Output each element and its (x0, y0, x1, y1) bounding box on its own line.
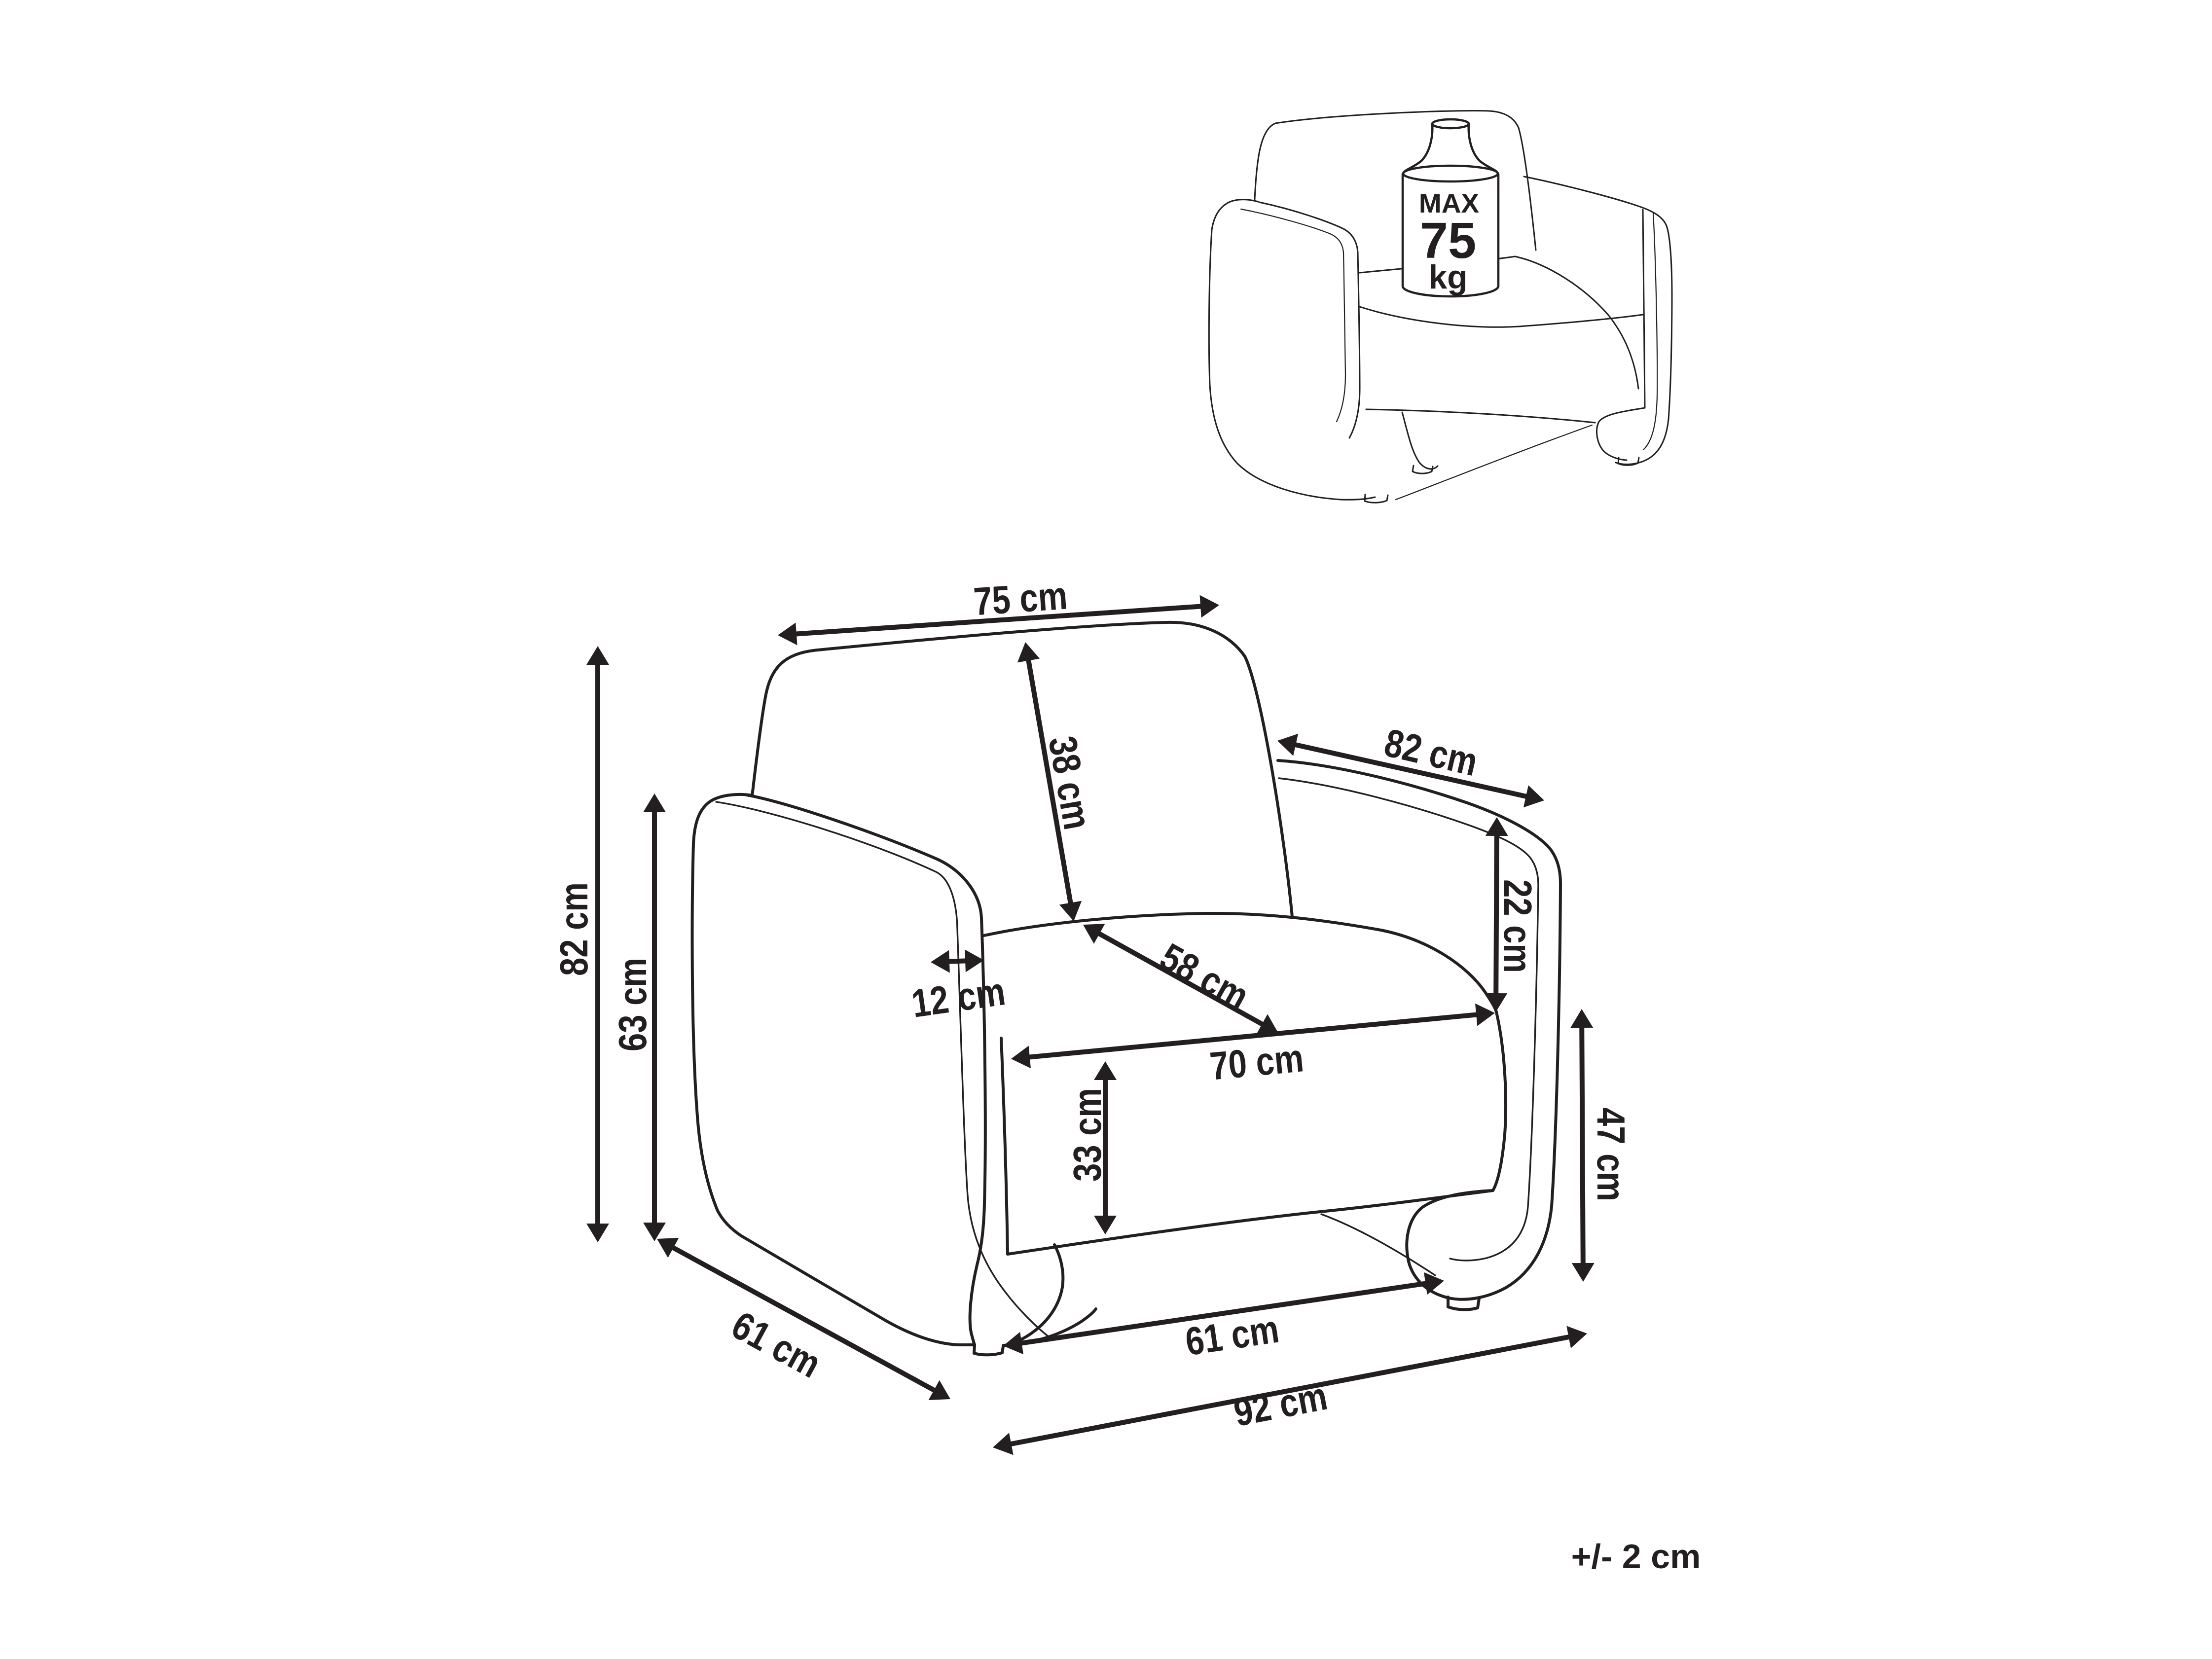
svg-text:75: 75 (1420, 212, 1477, 269)
svg-text:63 cm: 63 cm (611, 958, 654, 1051)
svg-text:82 cm: 82 cm (552, 882, 596, 976)
svg-text:47 cm: 47 cm (1589, 1108, 1633, 1201)
svg-text:75 cm: 75 cm (972, 573, 1069, 623)
svg-text:22 cm: 22 cm (1496, 879, 1540, 973)
svg-text:+/- 2 cm: +/- 2 cm (1571, 1537, 1701, 1576)
svg-text:33 cm: 33 cm (1065, 1088, 1109, 1182)
svg-text:kg: kg (1428, 258, 1467, 296)
svg-text:MAX: MAX (1419, 188, 1480, 218)
svg-text:70 cm: 70 cm (1208, 1036, 1305, 1088)
